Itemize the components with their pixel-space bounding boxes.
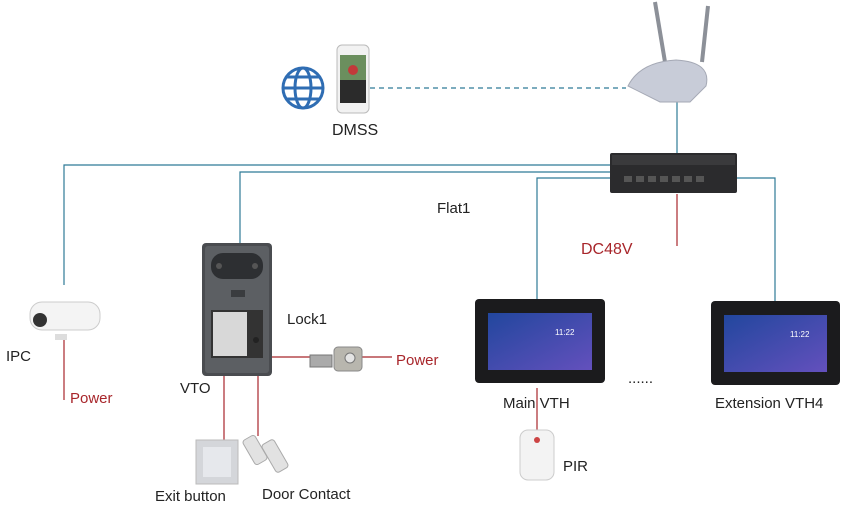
vto-door-station-icon [202, 243, 272, 376]
door-contact-label: Door Contact [262, 486, 351, 503]
ipc-camera-icon [29, 301, 101, 340]
ext-vth-link [737, 177, 776, 302]
dc48v-label: DC48V [581, 241, 633, 258]
ext-vth-label: Extension VTH4 [715, 395, 824, 412]
main-vth-link [536, 177, 612, 300]
electric-lock-icon [309, 346, 363, 372]
ipc-power-label: Power [70, 390, 113, 407]
flat-label: Flat1 [437, 200, 471, 217]
extension-vth-monitor-icon: 11:22 [711, 301, 840, 385]
ellipsis-label: ...... [628, 370, 654, 387]
globe-icon [281, 66, 325, 110]
door-contact-icon [242, 434, 289, 473]
exit-button-label: Exit button [155, 488, 226, 505]
dmss-label: DMSS [332, 122, 379, 139]
ipc-label: IPC [6, 348, 32, 365]
smartphone-icon [336, 44, 370, 114]
exit-button-icon [195, 439, 239, 485]
ipc-link [63, 164, 612, 285]
ext-vth-clock: 11:22 [790, 330, 810, 339]
lock-label: Lock1 [287, 311, 328, 328]
router-icon [627, 1, 710, 103]
main-vth-label: Main VTH [503, 395, 570, 412]
pir-label: PIR [563, 458, 589, 475]
poe-switch-icon [610, 153, 737, 193]
pir-sensor-icon [519, 429, 555, 481]
main-vth-monitor-icon: 11:22 [475, 299, 605, 383]
lock-power-label: Power [396, 352, 439, 369]
main-vth-clock: 11:22 [555, 328, 575, 337]
vto-link [239, 171, 612, 244]
vto-label: VTO [180, 380, 211, 397]
